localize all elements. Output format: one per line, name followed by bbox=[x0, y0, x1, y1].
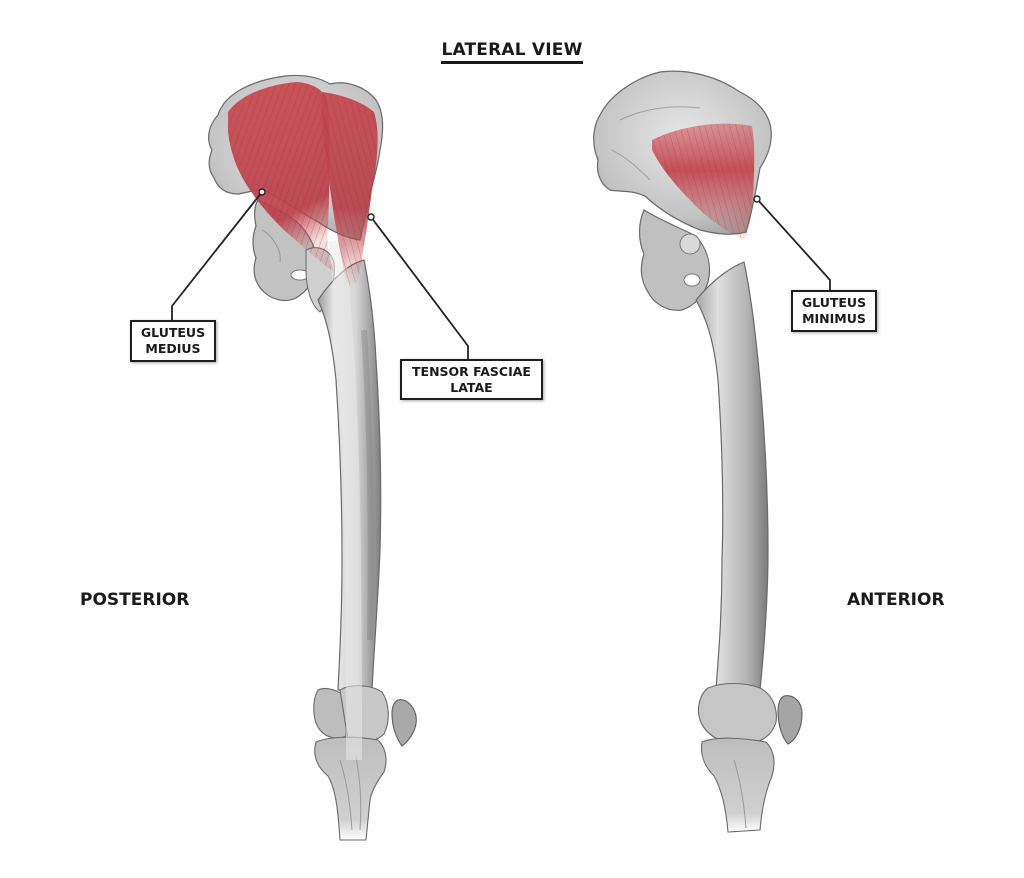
left-patella bbox=[391, 699, 417, 747]
leader-gluteus-minimus bbox=[756, 198, 831, 290]
right-knee bbox=[697, 682, 777, 745]
right-tibia bbox=[700, 737, 775, 833]
endpoint-gluteus-minimus bbox=[753, 195, 761, 203]
callout-gluteus-medius-line1: GLUTEUS bbox=[140, 325, 206, 340]
anterior-label: ANTERIOR bbox=[847, 590, 945, 610]
leader-endpoints bbox=[258, 188, 761, 221]
callout-gluteus-minimus: GLUTEUS MINIMUS bbox=[791, 290, 877, 332]
leader-gluteus-medius bbox=[171, 191, 263, 320]
right-femur-shaft bbox=[695, 261, 769, 691]
leader-tensor-fasciae-latae bbox=[370, 216, 469, 359]
leader-lines bbox=[171, 191, 831, 359]
anterior-femur-and-pelvis bbox=[593, 70, 803, 833]
callout-gluteus-medius-line2: MEDIUS bbox=[145, 341, 201, 356]
right-patella bbox=[777, 695, 803, 745]
callout-tensor-fasciae-latae-line2: LATAE bbox=[450, 379, 493, 395]
callout-gluteus-medius: GLUTEUS MEDIUS bbox=[130, 320, 216, 362]
callout-tensor-fasciae-latae: TENSOR FASCIAE LATAE bbox=[400, 359, 543, 400]
callout-gluteus-minimus-line1: GLUTEUS bbox=[801, 295, 867, 310]
posterior-femur-and-pelvis bbox=[208, 74, 417, 841]
callout-gluteus-minimus-line2: MINIMUS bbox=[802, 311, 866, 326]
diagram-title: LATERAL VIEW bbox=[0, 40, 1024, 64]
endpoint-tensor-fasciae-latae bbox=[367, 213, 375, 221]
posterior-label: POSTERIOR bbox=[80, 590, 190, 610]
diagram-title-text: LATERAL VIEW bbox=[441, 40, 583, 64]
callout-tensor-fasciae-latae-line1: TENSOR FASCIAE bbox=[412, 363, 531, 379]
endpoint-gluteus-medius bbox=[258, 188, 266, 196]
left-tibia bbox=[314, 736, 387, 841]
